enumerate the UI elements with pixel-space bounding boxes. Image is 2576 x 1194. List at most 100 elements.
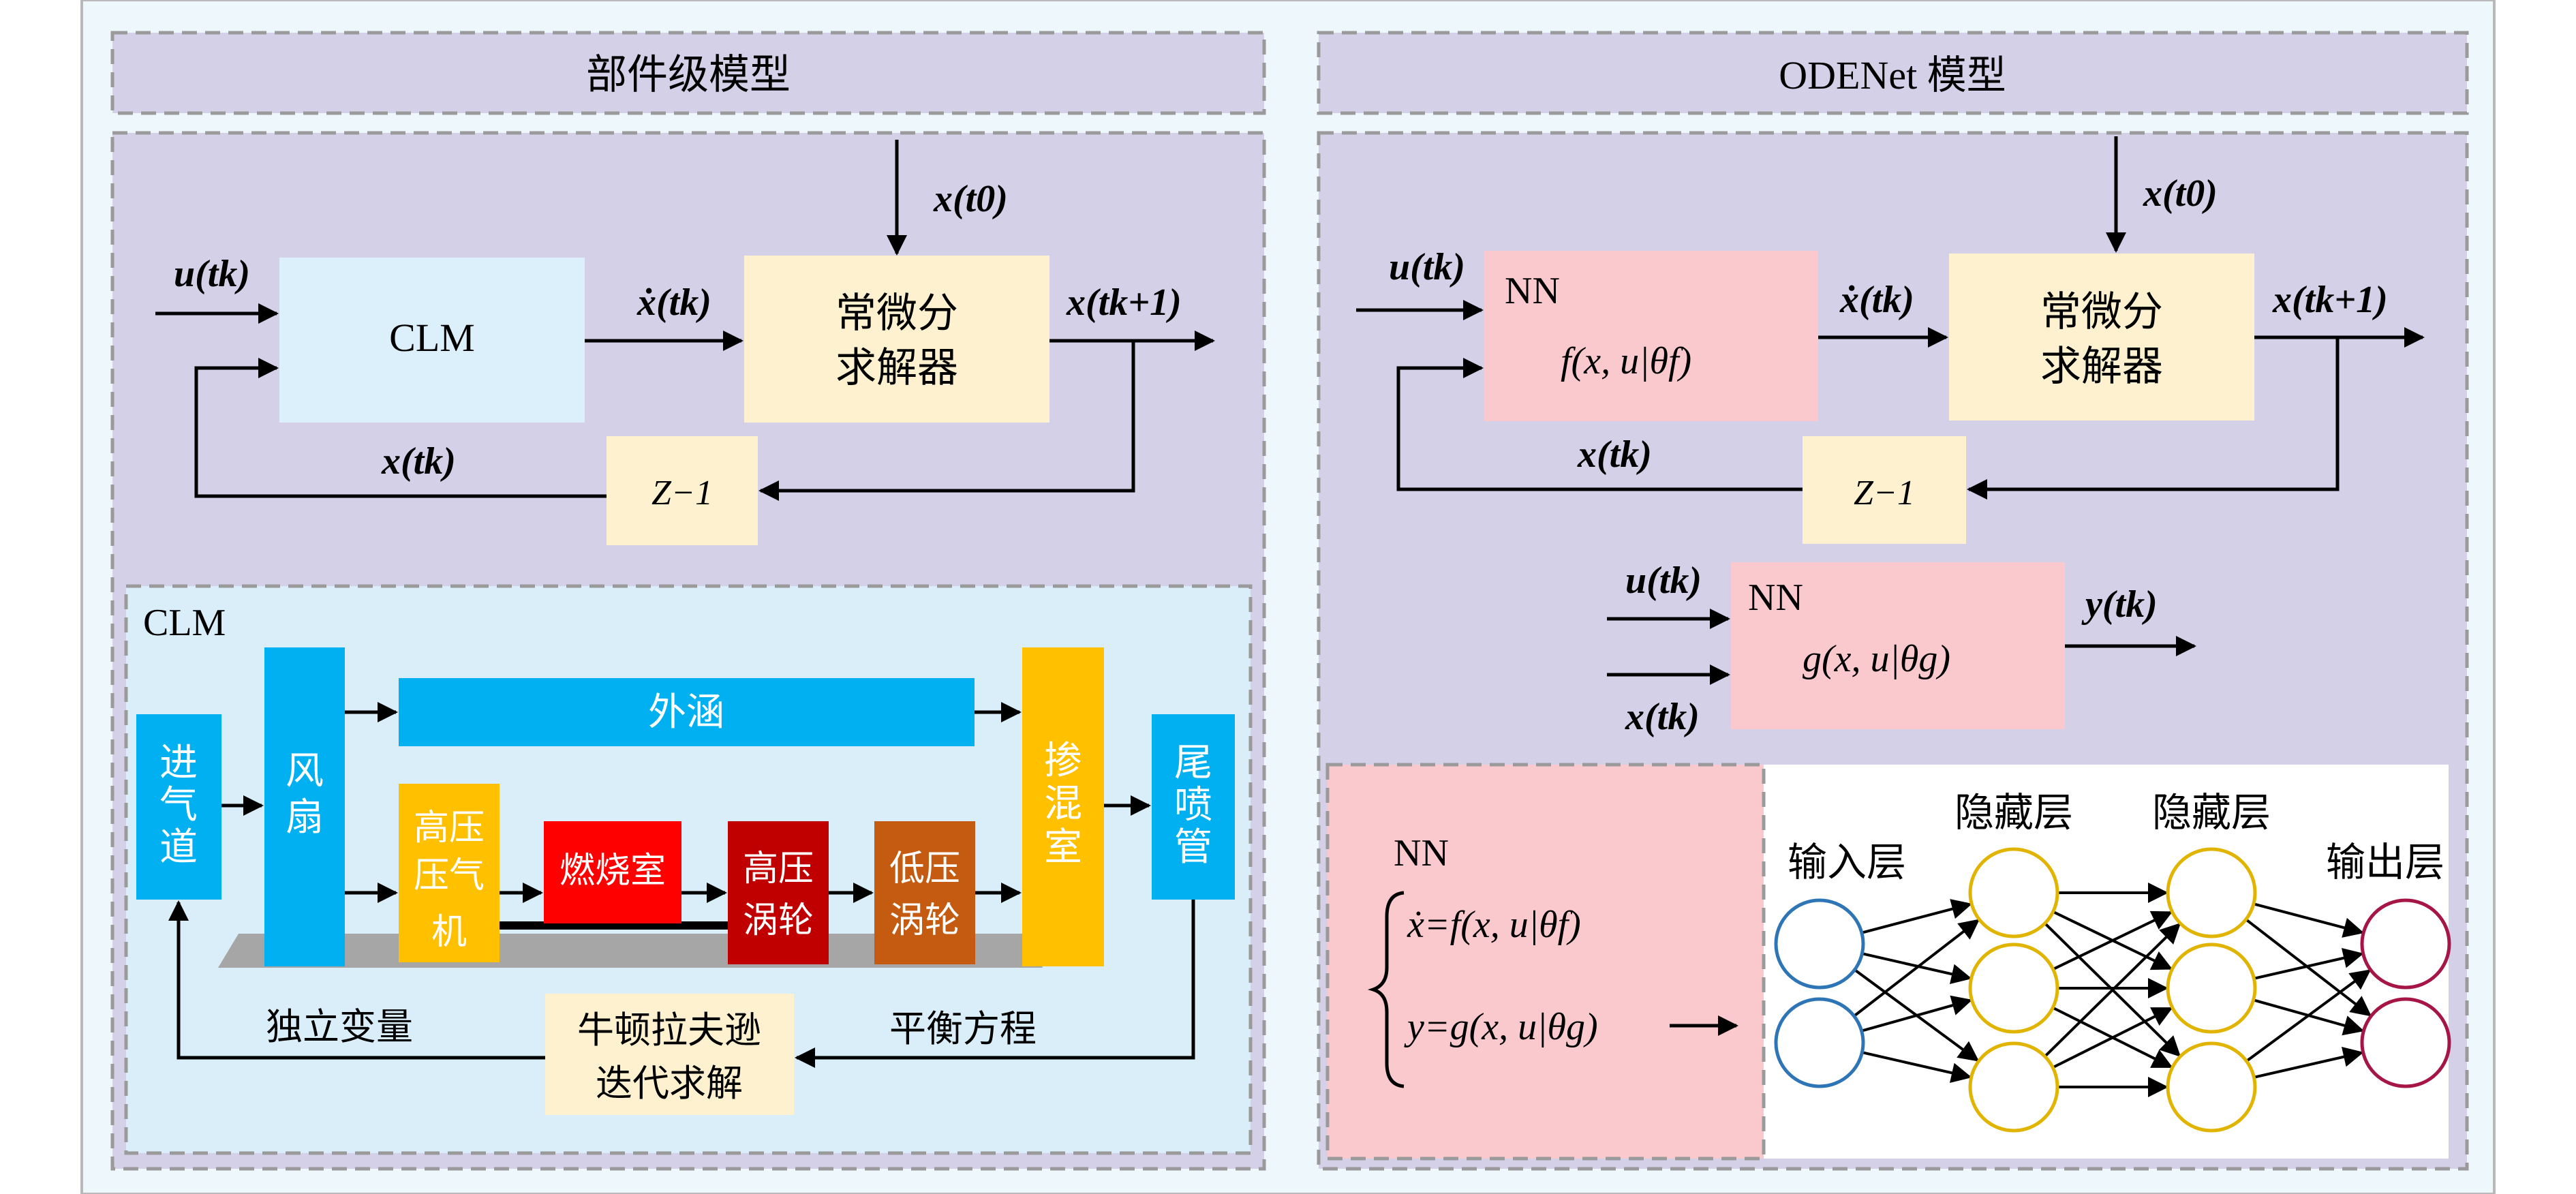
left-panel: 部件级模型 CLM 常微分 求解器 Z−1 x(t0) u(tk) ẋ(tk) … (110, 31, 1266, 1171)
output-node (2360, 997, 2451, 1088)
network-edge (2052, 910, 2173, 970)
network-edge (2044, 923, 2181, 1058)
nn-f-expr: f(x, u|θf) (1561, 340, 1691, 382)
lpt-label-1: 低压 (889, 848, 960, 889)
lpt-block (874, 821, 975, 964)
nn-g-box (1731, 562, 2065, 729)
left-x0-label: x(t0) (933, 178, 1008, 220)
hidden1-node (1968, 1041, 2059, 1133)
nn-eq-label: NN (1394, 832, 1449, 874)
clm-detail-label: CLM (143, 602, 226, 644)
nn-g-label: NN (1748, 577, 1803, 619)
hpt-label-2: 涡轮 (743, 900, 814, 941)
fan-block (264, 647, 345, 966)
right-return-arrow (1396, 358, 1803, 491)
left-return-arrow (194, 358, 607, 498)
input-node (1774, 898, 1865, 990)
output-layer-label: 输出层 (2326, 839, 2444, 885)
right-xk-label: x(tk) (1577, 433, 1652, 476)
network-edge (1861, 952, 1972, 984)
hpc-block (399, 784, 500, 962)
right-x0-label: x(t0) (2143, 172, 2218, 215)
nn-g-expr: g(x, u|θg) (1803, 638, 1950, 680)
left-delay-box (607, 436, 758, 545)
input-layer-label: 输入层 (1788, 839, 1906, 885)
right-delay-box (1803, 436, 1966, 544)
right-feedback-arrow (1967, 337, 2340, 500)
right-solver-line1: 常微分 (2040, 288, 2163, 336)
nn-f-box (1484, 251, 1818, 421)
hpc-label-2: 压气 (414, 855, 485, 896)
hpt-block (728, 821, 829, 964)
hpt-label-1: 高压 (743, 848, 814, 889)
left-panel-title: 部件级模型 (586, 51, 791, 99)
output-node (2360, 898, 2451, 990)
nozzle-block (1152, 714, 1235, 900)
nozzle-label-3: 管 (1174, 825, 1212, 870)
nn-eq1: ẋ=f(x, u|θf) (1407, 904, 1581, 946)
bypass-block (399, 678, 975, 746)
network-edge (1861, 995, 1973, 1032)
left-u-label: u(tk) (174, 253, 250, 295)
hpc-label-1: 高压 (414, 808, 485, 848)
mixer-label-3: 室 (1044, 825, 1082, 870)
combustor-label: 燃烧室 (559, 851, 666, 891)
newton-block (545, 994, 794, 1115)
mixer-block (1022, 647, 1104, 966)
newton-line2: 迭代求解 (596, 1062, 743, 1105)
right-title-bar (1317, 31, 2469, 115)
left-feedback-arrow (758, 341, 1135, 501)
network-edge (2253, 948, 2364, 980)
balance-eq-label: 平衡方程 (889, 1007, 1037, 1050)
right-xdot-label: ẋ(tk) (1839, 279, 1914, 321)
right-solver-box (1949, 254, 2254, 420)
balance-arrow (795, 900, 1195, 1068)
nn-detail: NN ẋ=f(x, u|θf) y=g(x, u|θg) 输入层 隐藏层 隐藏层… (1325, 763, 2451, 1161)
clm-detail: CLM 进 气 道 风 扇 外涵 高压 压气 机 燃烧室 (124, 584, 1253, 1155)
network-edge (2245, 969, 2372, 1062)
network-nodes (1774, 847, 2451, 1133)
nn-f-label: NN (1505, 270, 1560, 312)
left-xk-label: x(tk) (381, 440, 456, 483)
right-solver-line2: 求解器 (2040, 343, 2163, 391)
inlet-label-1: 进 (159, 741, 198, 785)
hidden-layer-2-label: 隐藏层 (2152, 789, 2271, 836)
left-solver-line1: 常微分 (835, 290, 958, 337)
right-u-label: u(tk) (1389, 246, 1465, 288)
input-node (1774, 997, 1865, 1088)
left-xk1-label: x(tk+1) (1066, 281, 1182, 324)
left-solver-line2: 求解器 (835, 344, 958, 392)
network-edge (1861, 899, 1973, 934)
nozzle-label-1: 尾 (1174, 741, 1212, 785)
hidden-layer-1-label: 隐藏层 (1954, 789, 2073, 836)
clm-box-label: CLM (389, 316, 475, 360)
hidden2-node (2166, 847, 2257, 938)
left-xdot-label: ẋ(tk) (637, 281, 711, 324)
left-title-bar (110, 31, 1266, 115)
independent-arrow (168, 900, 545, 1060)
network-edges (1853, 883, 2372, 1097)
right-xk1-label: x(tk+1) (2272, 279, 2388, 321)
hidden2-node (2166, 1041, 2257, 1133)
nn-equation-box (1325, 763, 1766, 1161)
inlet-label-2: 气 (159, 783, 198, 827)
g-x-label: x(tk) (1625, 696, 1700, 738)
g-y-label: y(tk) (2081, 583, 2158, 626)
hidden1-node (1968, 847, 2059, 938)
mixer-label-1: 掺 (1044, 739, 1082, 783)
hpc-label-3: 机 (431, 912, 467, 953)
hidden1-node (1968, 943, 2059, 1034)
equation-brace (1367, 891, 1405, 1088)
newton-line1: 牛顿拉夫逊 (577, 1009, 761, 1052)
nozzle-label-2: 喷 (1174, 783, 1212, 827)
nn-eq2: y=g(x, u|θg) (1404, 1006, 1598, 1048)
combustor-block (544, 821, 681, 923)
network-edge (2052, 1007, 2173, 1069)
right-panel-title: ODENet 模型 (1779, 53, 2006, 97)
clm-box (279, 258, 585, 423)
network-edge (1853, 919, 1980, 1017)
network-edge (1861, 1051, 1972, 1083)
bypass-label: 外涵 (648, 690, 724, 735)
lpt-label-2: 涡轮 (889, 900, 960, 941)
